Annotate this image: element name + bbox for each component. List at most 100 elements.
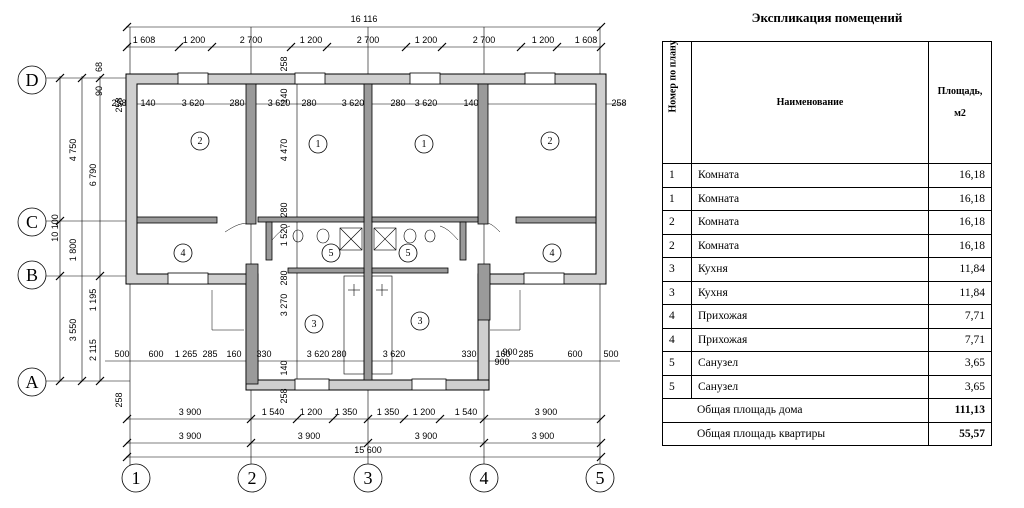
dim-left-outer: 1 800 <box>68 239 78 262</box>
cell-num: 3 <box>662 257 692 282</box>
cell-name: Комната <box>691 210 929 235</box>
cell-area: 16,18 <box>928 186 992 211</box>
dim-bottom-a: 3 900 <box>535 407 558 417</box>
dim-inner-row: 280 <box>301 98 316 108</box>
header-number: Номер по плану <box>662 40 692 164</box>
dim-bottom-a: 1 200 <box>413 407 436 417</box>
room-number: 3 <box>418 316 423 327</box>
cell-area: 11,84 <box>928 257 992 282</box>
cell-num: 5 <box>662 351 692 376</box>
dim-inner-row: 3 620 <box>415 98 438 108</box>
axis-label-row: C <box>26 212 38 232</box>
cell-num: 1 <box>662 186 692 211</box>
dim-lower-row: 500 <box>603 349 618 359</box>
cell-num: 5 <box>662 374 692 399</box>
dim-center-vertical: 140 <box>279 88 289 103</box>
dim-left-small: 90 <box>94 86 104 96</box>
dim-left-small: 258 <box>114 392 124 407</box>
dim-inner-row: 3 620 <box>182 98 205 108</box>
dim-top-chain: 1 200 <box>183 35 206 45</box>
dim-left-inner: 1 195 <box>88 289 98 312</box>
total-label: Общая площадь дома <box>662 398 929 423</box>
cell-num: 4 <box>662 327 692 352</box>
axis-label-row: B <box>26 265 38 285</box>
dim-center-vertical: 280 <box>279 202 289 217</box>
axis-label-row: D <box>26 70 39 90</box>
dim-top-chain: 2 700 <box>240 35 263 45</box>
axis-label-col: 5 <box>596 468 605 488</box>
explication-title: Экспликация помещений <box>751 10 903 25</box>
dim-inner-row: 280 <box>390 98 405 108</box>
dim-inner-row: 258 <box>111 98 126 108</box>
dim-lower-row: 330 <box>461 349 476 359</box>
dim-bottom-total: 15 600 <box>354 445 382 455</box>
dim-overall-top: 16 116 <box>351 14 378 24</box>
cell-area: 16,18 <box>928 163 992 188</box>
cell-num: 4 <box>662 304 692 329</box>
dim-bottom-b: 3 900 <box>179 431 202 441</box>
dim-top-chain: 1 608 <box>575 35 598 45</box>
room-number: 4 <box>181 248 186 259</box>
axis-label-col: 4 <box>480 468 489 488</box>
dim-bottom-a: 1 540 <box>455 407 478 417</box>
dim-top-chain: 1 608 <box>133 35 156 45</box>
dim-lower-row: 330 <box>256 349 271 359</box>
cell-num: 1 <box>662 163 692 188</box>
dim-inner-row: 3 620 <box>342 98 365 108</box>
dim-lower-row: 3 620 <box>307 349 330 359</box>
dim-bottom-a: 3 900 <box>179 407 202 417</box>
dim-center-vertical: 4 470 <box>279 139 289 162</box>
room-number: 5 <box>329 248 334 259</box>
dim-left-total: 10 100 <box>50 214 60 242</box>
dim-center-vertical: 280 <box>279 270 289 285</box>
dim-left-small: 68 <box>94 62 104 72</box>
dim-center-vertical: 258 <box>279 56 289 71</box>
dim-inner-row: 258 <box>611 98 626 108</box>
total-area: 111,13 <box>928 398 992 423</box>
cell-name: Кухня <box>691 257 929 282</box>
dim-left-inner: 6 790 <box>88 164 98 187</box>
cell-num: 2 <box>662 210 692 235</box>
cell-area: 3,65 <box>928 351 992 376</box>
dim-center-vertical: 258 <box>279 388 289 403</box>
cell-name: Комната <box>691 186 929 211</box>
cell-name: Кухня <box>691 280 929 305</box>
dim-center-vertical: 1 520 <box>279 224 289 247</box>
dim-left-outer: 3 550 <box>68 319 78 342</box>
axis-label-col: 3 <box>364 468 373 488</box>
dim-lower-row: 600 <box>148 349 163 359</box>
room-number: 2 <box>198 136 203 147</box>
dim-left-outer: 4 750 <box>68 139 78 162</box>
dim-lower-row: 900 <box>494 357 509 367</box>
cell-area: 3,65 <box>928 374 992 399</box>
header-area: Площадь, м2 <box>928 41 992 164</box>
cell-name: Комната <box>691 233 929 258</box>
dim-top-chain: 1 200 <box>532 35 555 45</box>
dim-bottom-a: 1 200 <box>300 407 323 417</box>
dim-top-chain: 1 200 <box>415 35 438 45</box>
cell-area: 11,84 <box>928 280 992 305</box>
total-area: 55,57 <box>928 421 992 446</box>
dim-inner-row: 3 620 <box>268 98 291 108</box>
axis-label-row: A <box>26 372 39 392</box>
dim-lower-row: 285 <box>202 349 217 359</box>
room-number: 5 <box>406 248 411 259</box>
dim-lower-row: 500 <box>114 349 129 359</box>
dim-lower-row: 600 <box>567 349 582 359</box>
room-number: 4 <box>550 248 555 259</box>
dim-lower-row: 280 <box>331 349 346 359</box>
axis-label-col: 2 <box>248 468 257 488</box>
dim-bottom-b: 3 900 <box>532 431 555 441</box>
dim-lower-row: 3 620 <box>383 349 406 359</box>
